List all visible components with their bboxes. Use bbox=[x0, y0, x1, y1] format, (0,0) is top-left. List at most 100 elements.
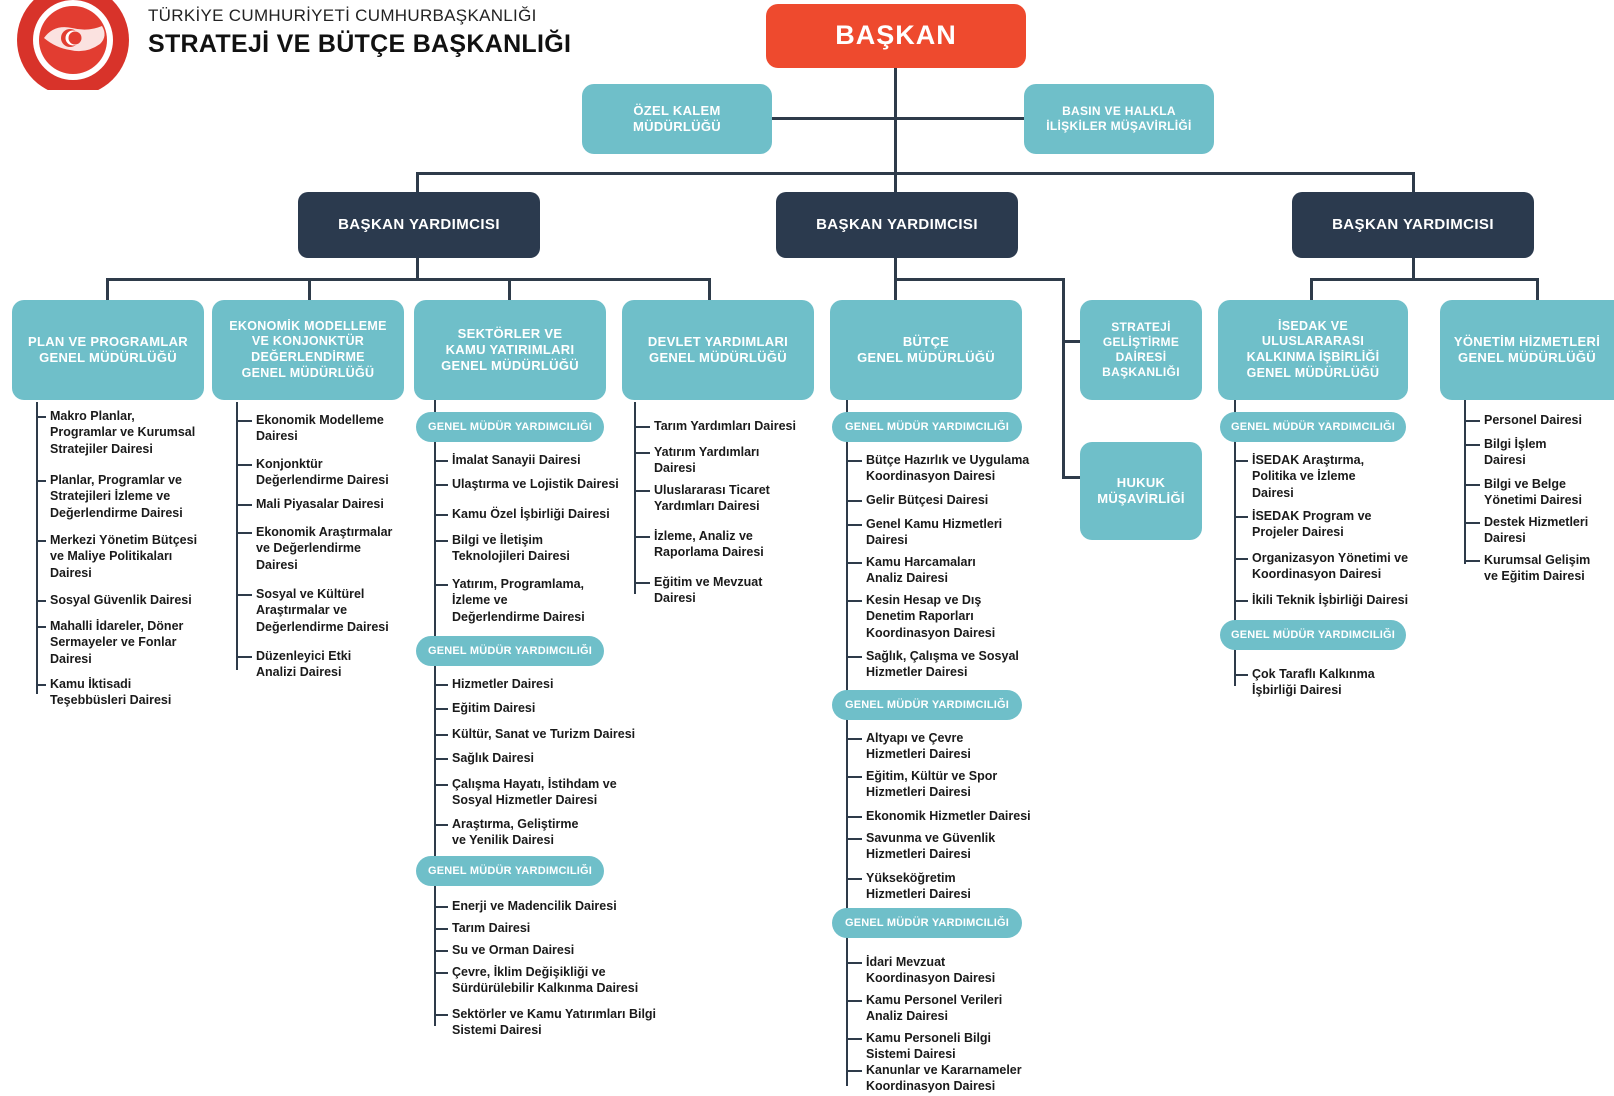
connector-tick bbox=[434, 758, 448, 760]
connector-tick bbox=[1464, 444, 1480, 446]
department-item: İmalat Sanayii Dairesi bbox=[452, 453, 581, 467]
department-item: Bilgi ve Belge Yönetimi Dairesi bbox=[1484, 477, 1582, 508]
connector-tick bbox=[846, 460, 862, 462]
connector-tick bbox=[36, 416, 46, 418]
connector-line bbox=[416, 172, 1414, 175]
department-item: Destek Hizmetleri Dairesi bbox=[1484, 515, 1589, 546]
department-item: Kamu Harcamaları Analiz Dairesi bbox=[866, 555, 976, 586]
connector-tick bbox=[1464, 420, 1480, 422]
connector-line bbox=[1310, 278, 1538, 281]
department-item: Hizmetler Dairesi bbox=[452, 677, 554, 691]
deputy-general-manager-pill[interactable]: GENEL MÜDÜR YARDIMCILIĞI bbox=[416, 412, 604, 442]
department-item: Mali Piyasalar Dairesi bbox=[256, 497, 384, 511]
connector-tick bbox=[434, 972, 448, 974]
connector-line bbox=[894, 278, 1064, 281]
directorate-yonetim-box[interactable]: YÖNETİM HİZMETLERİ GENEL MÜDÜRLÜĞÜ bbox=[1440, 300, 1614, 400]
connector-tick bbox=[846, 838, 862, 840]
connector-tick bbox=[236, 532, 252, 534]
department-item: Ekonomik Araştırmalar ve Değerlendirme D… bbox=[256, 525, 393, 572]
deputy-general-manager-pill[interactable]: GENEL MÜDÜR YARDIMCILIĞI bbox=[832, 690, 1022, 720]
connector-line bbox=[846, 400, 848, 1086]
connector-tick bbox=[846, 962, 862, 964]
department-item: İSEDAK Araştırma, Politika ve İzleme Dai… bbox=[1252, 453, 1365, 500]
department-item: Ekonomik Hizmetler Dairesi bbox=[866, 809, 1031, 823]
deputy-general-manager-pill[interactable]: GENEL MÜDÜR YARDIMCILIĞI bbox=[1220, 620, 1406, 650]
department-item: Kamu Özel İşbirliği Dairesi bbox=[452, 507, 610, 521]
connector-tick bbox=[434, 460, 448, 462]
department-item: Tarım Yardımları Dairesi bbox=[654, 419, 796, 433]
deputy-general-manager-pill[interactable]: GENEL MÜDÜR YARDIMCILIĞI bbox=[416, 856, 604, 886]
connector-tick bbox=[846, 878, 862, 880]
connector-tick bbox=[1464, 484, 1480, 486]
connector-line bbox=[894, 68, 897, 176]
deputy-general-manager-pill[interactable]: GENEL MÜDÜR YARDIMCILIĞI bbox=[416, 636, 604, 666]
vice-president-box[interactable]: BAŞKAN YARDIMCISI bbox=[298, 192, 540, 258]
connector-tick bbox=[434, 734, 448, 736]
department-item: Düzenleyici Etki Analizi Dairesi bbox=[256, 649, 352, 680]
department-item: Kamu Personel Verileri Analiz Dairesi bbox=[866, 993, 1003, 1024]
connector-tick bbox=[434, 928, 448, 930]
connector-tick bbox=[434, 584, 448, 586]
department-item: Enerji ve Madencilik Dairesi bbox=[452, 899, 617, 913]
strategy-development-box[interactable]: STRATEJİ GELİŞTİRME DAİRESİ BAŞKANLIĞI bbox=[1080, 300, 1202, 400]
department-item: Eğitim, Kültür ve Spor Hizmetleri Daires… bbox=[866, 769, 998, 800]
department-item: Gelir Bütçesi Dairesi bbox=[866, 493, 989, 507]
department-item: Çok Taraflı Kalkınma İşbirliği Dairesi bbox=[1252, 667, 1375, 698]
connector-tick bbox=[634, 582, 650, 584]
connector-line bbox=[106, 278, 109, 300]
connector-tick bbox=[236, 656, 252, 658]
connector-line bbox=[708, 278, 711, 300]
connector-line bbox=[770, 117, 1025, 120]
deputy-general-manager-pill[interactable]: GENEL MÜDÜR YARDIMCILIĞI bbox=[832, 908, 1022, 938]
connector-line bbox=[1412, 258, 1415, 280]
directorate-isedak-box[interactable]: İSEDAK VE ULUSLARARASI KALKINMA İŞBİRLİĞ… bbox=[1218, 300, 1408, 400]
vice-president-box[interactable]: BAŞKAN YARDIMCISI bbox=[776, 192, 1018, 258]
connector-tick bbox=[434, 824, 448, 826]
department-item: Sağlık, Çalışma ve Sosyal Hizmetler Dair… bbox=[866, 649, 1019, 680]
connector-line bbox=[1412, 172, 1415, 194]
department-item: Yükseköğretim Hizmetleri Dairesi bbox=[866, 871, 971, 902]
department-item: Mahalli İdareler, Döner Sermayeler ve Fo… bbox=[50, 619, 184, 666]
deputy-general-manager-pill[interactable]: GENEL MÜDÜR YARDIMCILIĞI bbox=[1220, 412, 1406, 442]
directorate-devlet-box[interactable]: DEVLET YARDIMLARI GENEL MÜDÜRLÜĞÜ bbox=[622, 300, 814, 400]
department-item: Merkezi Yönetim Bütçesi ve Maliye Politi… bbox=[50, 533, 198, 580]
connector-tick bbox=[846, 500, 862, 502]
legal-counsel-box[interactable]: HUKUK MÜŞAVİRLİĞİ bbox=[1080, 442, 1202, 540]
connector-tick bbox=[846, 524, 862, 526]
directorate-sektorler-box[interactable]: SEKTÖRLER VE KAMU YATIRIMLARI GENEL MÜDÜ… bbox=[414, 300, 606, 400]
connector-tick bbox=[846, 738, 862, 740]
department-item: İzleme, Analiz ve Raporlama Dairesi bbox=[654, 529, 764, 560]
connector-line bbox=[36, 402, 38, 694]
department-item: Sosyal Güvenlik Dairesi bbox=[50, 593, 192, 607]
department-item: Bilgi ve İletişim Teknolojileri Dairesi bbox=[452, 533, 570, 564]
department-item: Savunma ve Güvenlik Hizmetleri Dairesi bbox=[866, 831, 996, 862]
connector-line bbox=[1310, 278, 1313, 300]
connector-tick bbox=[846, 562, 862, 564]
directorate-butce-box[interactable]: BÜTÇE GENEL MÜDÜRLÜĞÜ bbox=[830, 300, 1022, 400]
connector-tick bbox=[1464, 560, 1480, 562]
connector-tick bbox=[434, 684, 448, 686]
header-department-title: STRATEJİ VE BÜTÇE BAŞKANLIĞI bbox=[148, 30, 572, 58]
department-item: Kamu Personeli Bilgi Sistemi Dairesi bbox=[866, 1031, 992, 1062]
connector-tick bbox=[1234, 600, 1248, 602]
president-box[interactable]: BAŞKAN bbox=[766, 4, 1026, 68]
department-item: Su ve Orman Dairesi bbox=[452, 943, 575, 957]
connector-tick bbox=[434, 1014, 448, 1016]
connector-line bbox=[634, 402, 636, 594]
connector-tick bbox=[1464, 522, 1480, 524]
connector-line bbox=[416, 258, 419, 280]
department-item: Kanunlar ve Kararnameler Koordinasyon Da… bbox=[866, 1063, 1022, 1094]
private-office-box[interactable]: ÖZEL KALEM MÜDÜRLÜĞÜ bbox=[582, 84, 772, 154]
directorate-ekonomik-box[interactable]: EKONOMİK MODELLEME VE KONJONKTÜR DEĞERLE… bbox=[212, 300, 404, 400]
connector-line bbox=[894, 172, 897, 194]
department-item: Altyapı ve Çevre Hizmetleri Dairesi bbox=[866, 731, 971, 762]
press-relations-box[interactable]: BASIN VE HALKLA İLİŞKİLER MÜŞAVİRLİĞİ bbox=[1024, 84, 1214, 154]
department-item: Personel Dairesi bbox=[1484, 413, 1582, 427]
connector-line bbox=[1062, 340, 1080, 343]
vice-president-box[interactable]: BAŞKAN YARDIMCISI bbox=[1292, 192, 1534, 258]
directorate-plan-box[interactable]: PLAN VE PROGRAMLAR GENEL MÜDÜRLÜĞÜ bbox=[12, 300, 204, 400]
department-item: Planlar, Programlar ve Stratejileri İzle… bbox=[50, 473, 183, 520]
department-item: Çalışma Hayatı, İstihdam ve Sosyal Hizme… bbox=[452, 777, 617, 808]
connector-tick bbox=[634, 426, 650, 428]
deputy-general-manager-pill[interactable]: GENEL MÜDÜR YARDIMCILIĞI bbox=[832, 412, 1022, 442]
